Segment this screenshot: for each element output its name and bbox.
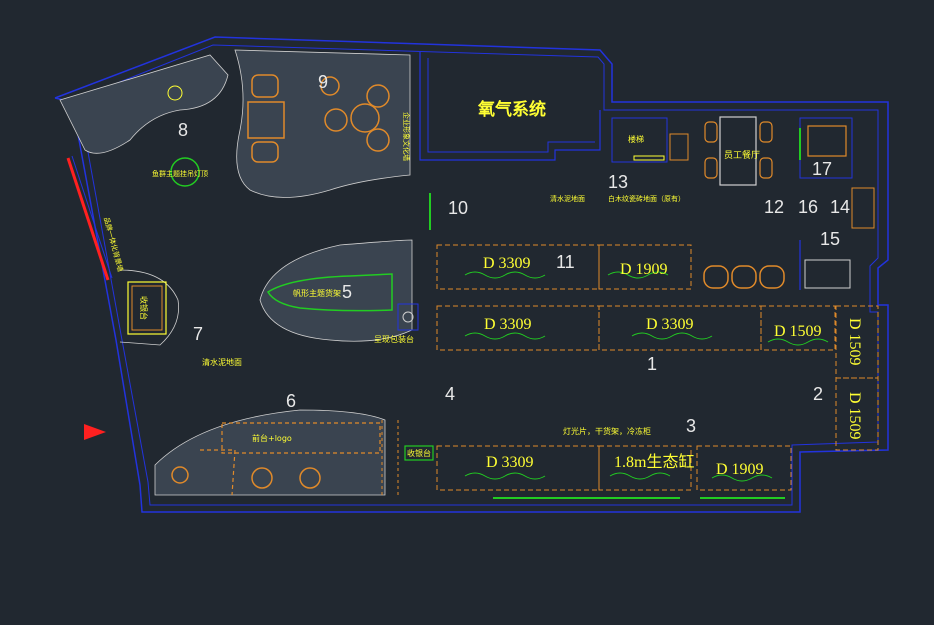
area5-floor (259, 239, 413, 342)
tank-label: D 3309 (646, 316, 694, 333)
floor-7-label: 清水泥地面 (202, 357, 242, 367)
stove-block (804, 259, 851, 289)
tank-label: D 1509 (846, 318, 863, 366)
area-number-11: 11 (556, 252, 575, 272)
tank-box (835, 377, 879, 451)
counter-label: 前台+logo (252, 433, 292, 443)
area-number-3: 3 (686, 416, 696, 436)
tank-label: D 3309 (484, 316, 532, 333)
outer-wall (54, 36, 889, 513)
entrance-arrow-icon (84, 424, 106, 440)
counter-right-label: 收银台 (407, 448, 431, 458)
tank-label: D 3309 (486, 454, 534, 471)
inner-wall (61, 44, 879, 506)
area-number-10: 10 (448, 198, 468, 218)
cabinet-left-label: 收银台 (139, 296, 149, 320)
tank-label: D 3309 (483, 255, 531, 272)
tank-boxes (436, 244, 879, 491)
area-number-7: 7 (193, 324, 203, 344)
tank-box (835, 305, 879, 379)
area-number-8: 8 (178, 120, 188, 140)
tank-label: D 1509 (774, 323, 822, 340)
area-number-14: 14 (830, 197, 850, 217)
tank-box (598, 244, 692, 290)
wood-floor-label: 白木纹瓷砖地面（原有） (608, 194, 685, 203)
tank-label: 1.8m生态缸 (614, 452, 694, 471)
cement-floor-label: 清水泥地面 (550, 194, 585, 203)
sink-block (851, 187, 875, 229)
oxygen-system-label: 氧气系统 (477, 99, 546, 120)
tank-box (598, 445, 692, 491)
area-number-9: 9 (318, 72, 328, 92)
tank-box (760, 305, 836, 351)
area-number-17: 17 (812, 159, 832, 179)
tank-box (696, 445, 792, 491)
area8-planting (59, 54, 229, 154)
wall-text-right: 企业形象文化墙 (402, 112, 411, 161)
tank-label: D 1909 (620, 261, 668, 278)
tank-label: D 1509 (846, 392, 863, 440)
bottom-fixture-label: 呈现包装台 (374, 334, 414, 344)
area-number-12: 12 (764, 197, 784, 217)
area-number-16: 16 (798, 197, 818, 217)
area-number-4: 4 (445, 384, 455, 404)
area-number-15: 15 (820, 229, 840, 249)
area-number-2: 2 (813, 384, 823, 404)
oxygen-room-inner (427, 58, 595, 153)
lighting-note: 灯光片，干货架，冷冻柜 (563, 426, 651, 436)
tank-box (436, 305, 600, 351)
staircase-label: 楼梯 (628, 134, 644, 144)
tank-box (598, 305, 762, 351)
area-number-6: 6 (286, 391, 296, 411)
staff-rest-label: 员工餐厅 (724, 149, 760, 161)
tank-label: D 1909 (716, 461, 764, 478)
area-number-1: 1 (647, 354, 657, 374)
area8-feature-label: 鱼群主题挂吊灯顶 (152, 169, 208, 178)
stair-room (611, 117, 668, 163)
sailboat-label: 帆形主题货架 (293, 288, 341, 298)
area-number-13: 13 (608, 172, 628, 192)
oxygen-room-wall (419, 52, 601, 161)
area-number-5: 5 (342, 282, 352, 302)
